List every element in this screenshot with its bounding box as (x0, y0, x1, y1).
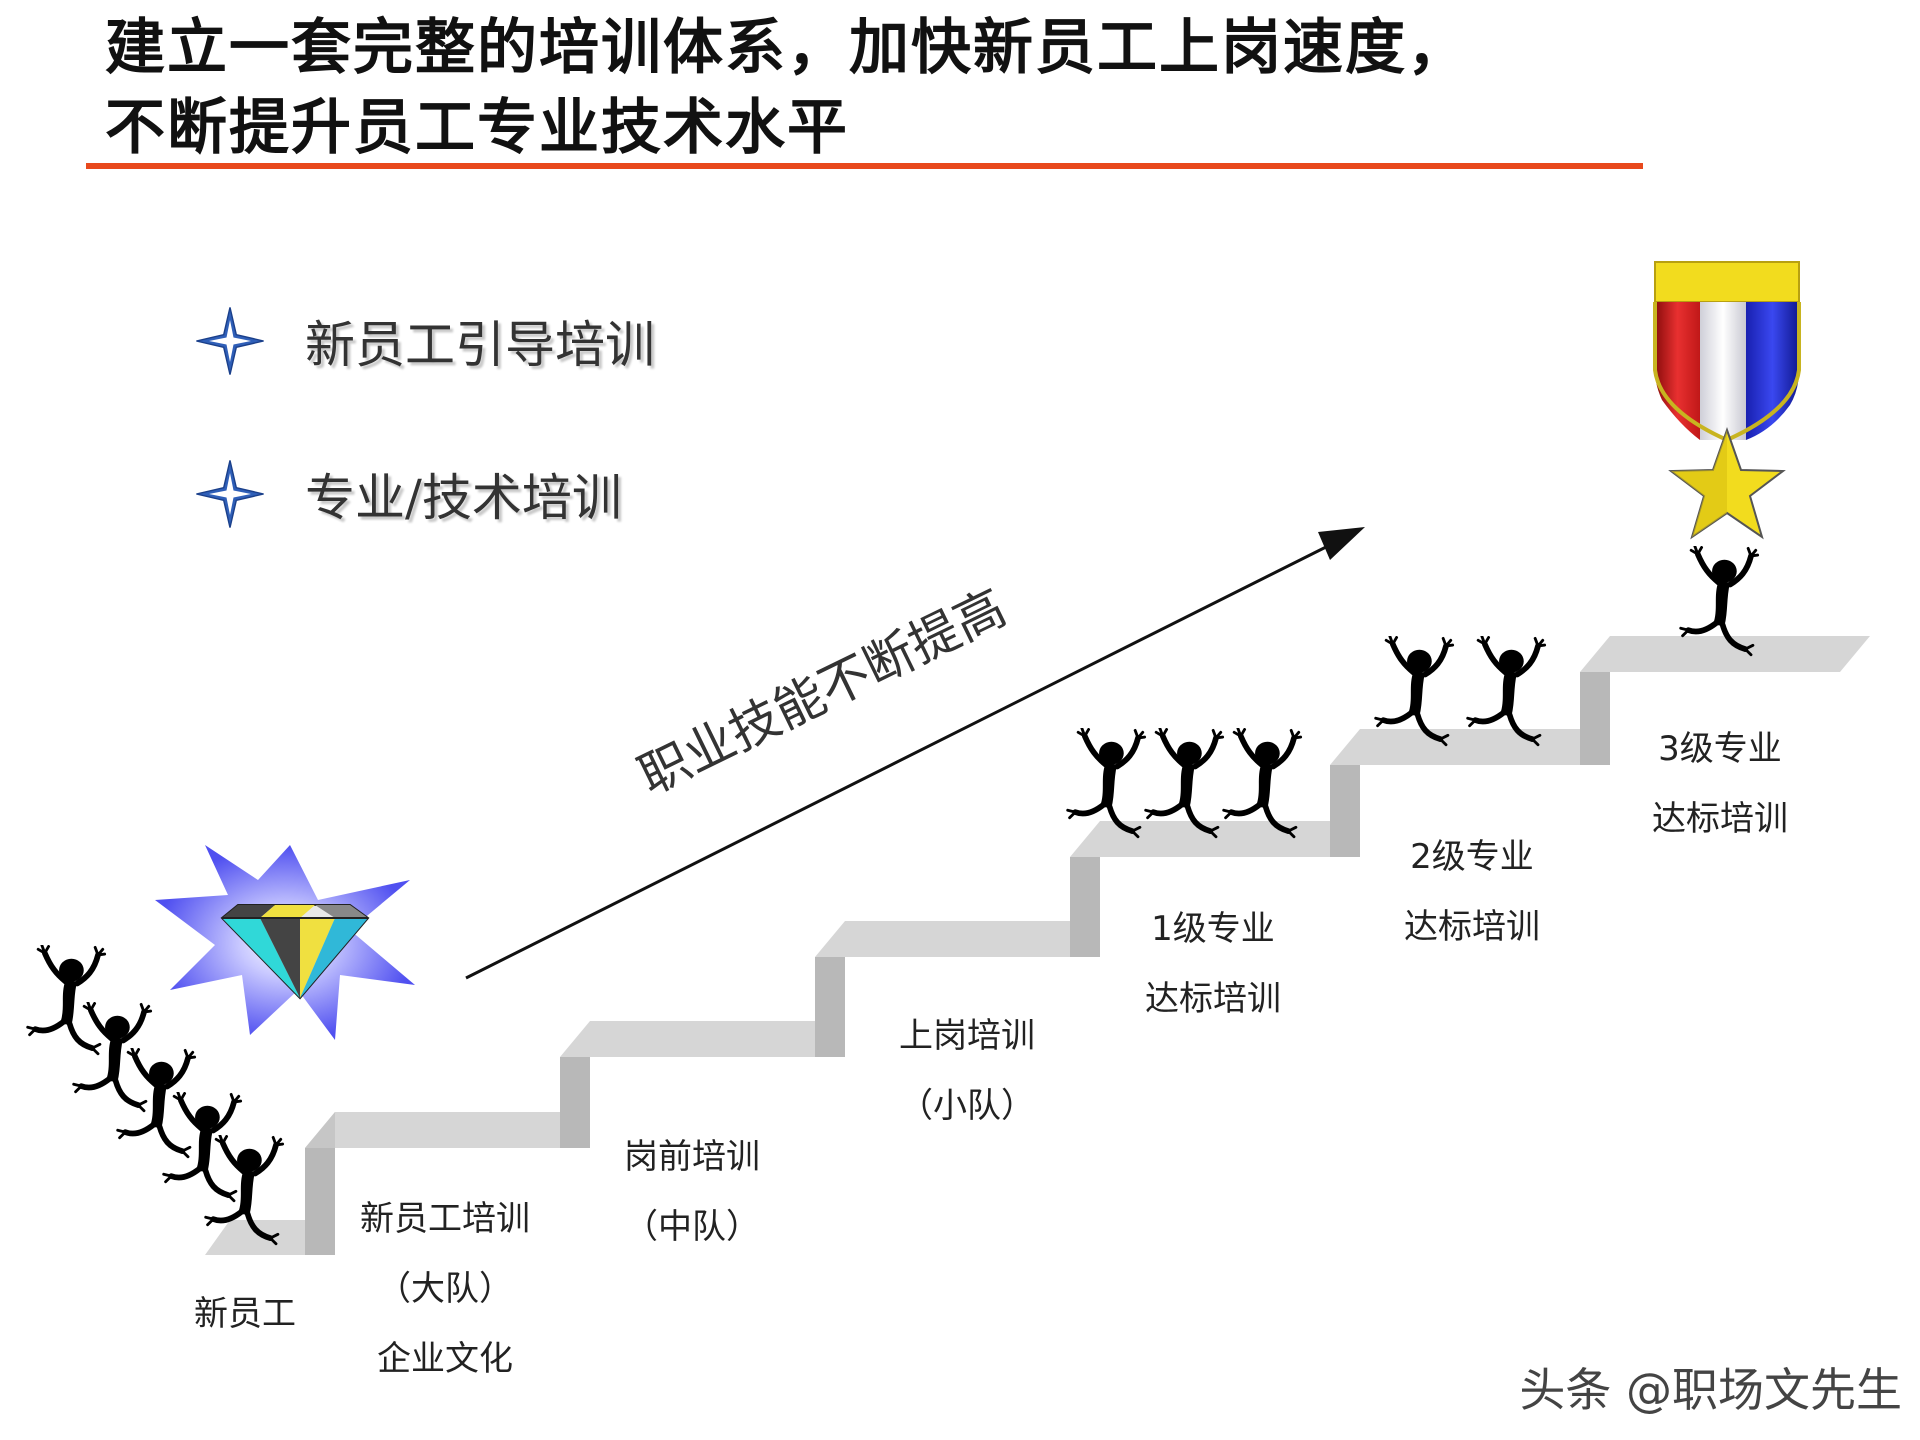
title-line-2: 不断提升员工专业技术水平 (105, 93, 849, 163)
bullet-label: 新员工引导培训 (305, 316, 655, 374)
level-1-figures (1068, 729, 1301, 837)
svg-text:（大队）: （大队） (377, 1269, 513, 1309)
bullet-item-technical: 专业/技术培训 (195, 458, 622, 530)
stair-label-step-2: 岗前培训 （中队） (624, 1137, 760, 1247)
arrow-label: 职业技能不断提高 (630, 578, 1015, 805)
svg-text:（中队）: （中队） (624, 1207, 760, 1247)
stair-riser (1580, 672, 1610, 765)
employee-figure (1224, 729, 1301, 837)
svg-text:（小队）: （小队） (899, 1086, 1035, 1126)
svg-text:达标培训: 达标培训 (1404, 907, 1540, 947)
watermark: 头条 @职场文先生 (1519, 1363, 1902, 1417)
stair-tread (1070, 821, 1360, 857)
page-title: 建立一套完整的培训体系，加快新员工上岗速度， 不断提升员工专业技术水平 (105, 8, 1469, 168)
medal-icon (1653, 261, 1801, 540)
svg-text:上岗培训: 上岗培训 (899, 1016, 1035, 1056)
four-point-star-icon (196, 460, 264, 528)
bullet-label: 专业/技术培训 (305, 469, 622, 527)
svg-text:岗前培训: 岗前培训 (624, 1137, 760, 1177)
stair-label-step-6: 3级专业 达标培训 (1652, 729, 1788, 839)
stair-tread (815, 921, 1100, 957)
growth-arrow (465, 527, 1365, 980)
four-point-star-icon (196, 307, 264, 375)
employee-figure (1068, 729, 1145, 837)
stair-label-step-1: 新员工培训 （大队） 企业文化 (360, 1199, 530, 1379)
stair-riser (560, 1057, 590, 1148)
svg-text:达标培训: 达标培训 (1652, 799, 1788, 839)
stair-label-start: 新员工 (194, 1294, 296, 1334)
stair-label-step-4: 1级专业 达标培训 (1145, 909, 1281, 1019)
bullet-item-orientation: 新员工引导培训 (195, 305, 655, 377)
employee-figure (1376, 637, 1453, 745)
employee-figure (1468, 637, 1545, 745)
employee-figure (74, 1003, 151, 1111)
employee-figure (28, 946, 105, 1054)
stair-tread (1580, 636, 1870, 672)
title-line-1: 建立一套完整的培训体系，加快新员工上岗速度， (105, 13, 1469, 83)
stair-riser (1070, 857, 1100, 957)
stair-tread (305, 1112, 590, 1148)
stair-riser (1330, 765, 1360, 857)
stair-tread (1330, 729, 1610, 765)
title-underline (86, 163, 1643, 169)
arrow-head-icon (1318, 527, 1365, 560)
staircase (205, 636, 1870, 1255)
svg-text:企业文化: 企业文化 (377, 1339, 513, 1379)
stair-riser (815, 957, 845, 1057)
stair-label-step-3: 上岗培训 （小队） (899, 1016, 1035, 1126)
svg-text:1级专业: 1级专业 (1151, 909, 1275, 949)
svg-text:3级专业: 3级专业 (1658, 729, 1782, 769)
svg-text:达标培训: 达标培训 (1145, 979, 1281, 1019)
level-2-figures (1376, 637, 1545, 745)
stair-tread (560, 1021, 845, 1057)
stair-landing (205, 1220, 305, 1255)
stair-label-step-5: 2级专业 达标培训 (1404, 837, 1540, 947)
diamond-icon (155, 845, 415, 1040)
svg-text:新员工培训: 新员工培训 (360, 1199, 530, 1239)
stair-riser (305, 1148, 335, 1255)
employee-figure (1146, 729, 1223, 837)
svg-text:2级专业: 2级专业 (1410, 837, 1534, 877)
